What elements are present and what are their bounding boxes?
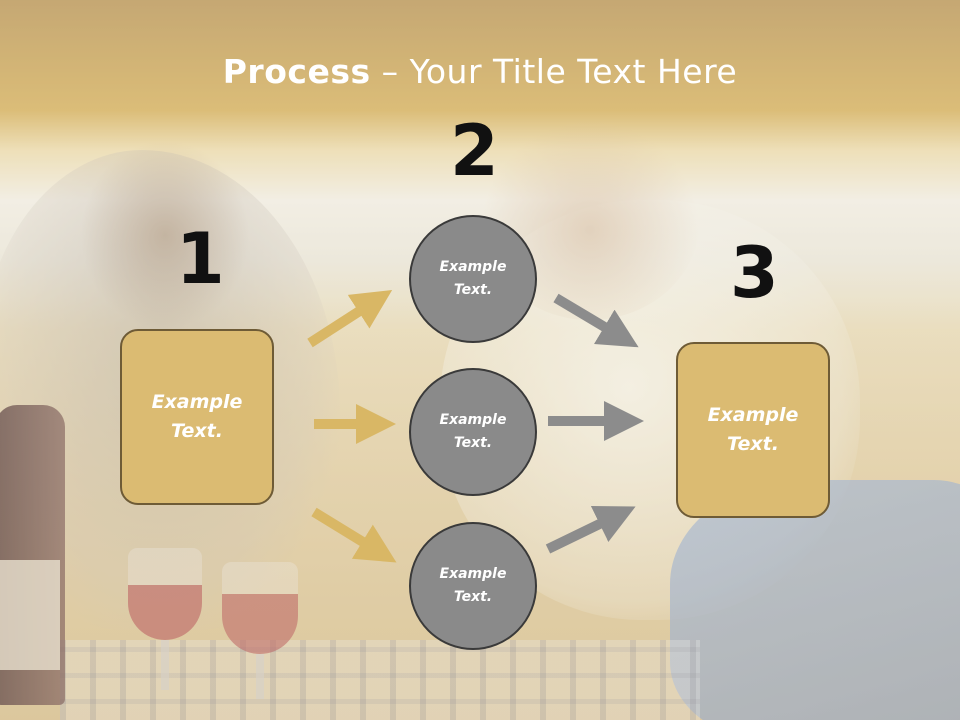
step-number-3: 3 (730, 232, 779, 314)
arrow-up-right-gray (545, 505, 636, 554)
photo-left-head (80, 140, 250, 330)
photo-glass-stem (256, 654, 264, 699)
arrow-down-right-gold (311, 507, 397, 563)
slide-title[interactable]: Process – Your Title Text Here (0, 52, 960, 91)
step2-circle-bottom[interactable]: Example Text. (409, 522, 537, 650)
step-number-2: 2 (450, 110, 499, 192)
step1-box-line2: Text. (171, 420, 223, 442)
circle-line2: Text. (453, 282, 493, 298)
step1-box-line1: Example (151, 391, 243, 413)
step3-box-line2: Text. (727, 433, 779, 455)
photo-glass-stem (161, 640, 169, 690)
step3-box-line1: Example (707, 404, 799, 426)
photo-wine-glass (222, 562, 298, 654)
step3-box[interactable]: Example Text. (676, 342, 830, 518)
photo-jeans (670, 480, 960, 720)
step2-circle-middle[interactable]: Example Text. (409, 368, 537, 496)
circle-line2: Text. (453, 435, 493, 451)
circle-line1: Example (439, 566, 507, 582)
photo-wine-glass (128, 548, 202, 640)
step1-box[interactable]: Example Text. (120, 329, 274, 505)
title-rest: – Your Title Text Here (370, 52, 738, 91)
step-number-1: 1 (176, 218, 225, 300)
arrow-up-right-gold (307, 289, 393, 348)
photo-bottle-label (0, 560, 60, 670)
circle-line1: Example (439, 259, 507, 275)
step2-circle-top[interactable]: Example Text. (409, 215, 537, 343)
circle-line1: Example (439, 412, 507, 428)
circle-line2: Text. (453, 589, 493, 605)
title-bold: Process (222, 52, 371, 91)
arrow-down-right-gray (553, 293, 639, 348)
